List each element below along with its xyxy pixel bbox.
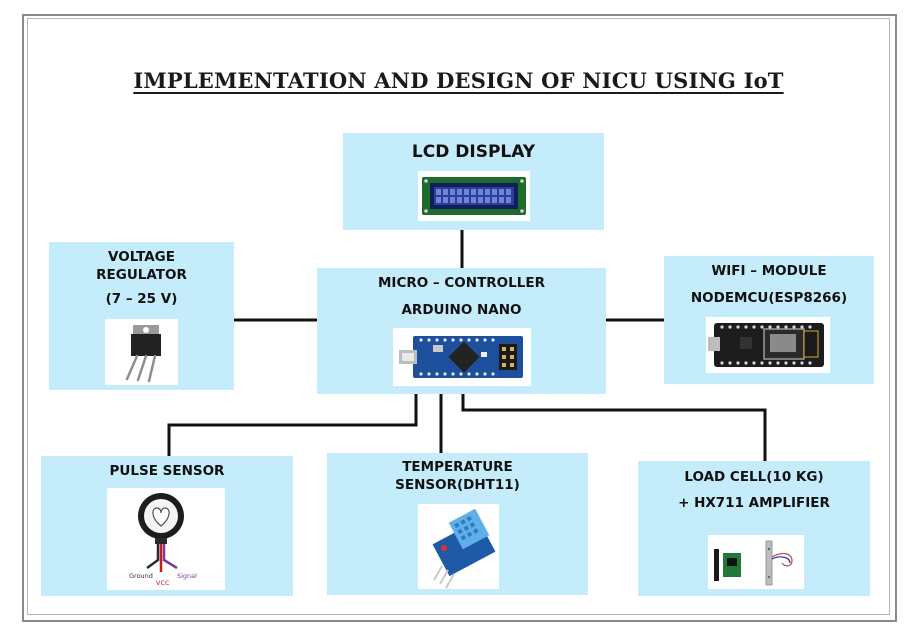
wifi-label-line1: WIFI – MODULE	[711, 263, 827, 279]
nodemcu-board-icon	[706, 317, 830, 373]
load-cell-block: LOAD CELL(10 KG) + HX711 AMPLIFIER	[638, 461, 870, 596]
lcd-display-block: LCD DISPLAY	[343, 133, 604, 230]
pin-label-vcc: VCC	[156, 579, 170, 587]
dht11-sensor-icon	[418, 504, 499, 589]
mcu-label-line2: ARDUINO NANO	[401, 302, 522, 318]
load-label-line2: + HX711 AMPLIFIER	[678, 495, 830, 511]
arduino-nano-icon	[393, 328, 531, 386]
inner-frame	[27, 18, 890, 615]
temp-label-line2: SENSOR(DHT11)	[395, 477, 520, 493]
temp-label-line1: TEMPERATURE	[402, 459, 513, 475]
voltage-regulator-block: VOLTAGE REGULATOR (7 – 25 V)	[49, 242, 234, 390]
load-cell-icon	[708, 535, 804, 589]
pulse-label: PULSE SENSOR	[109, 463, 225, 479]
wifi-module-block: WIFI – MODULE NODEMCU(ESP8266)	[664, 256, 874, 384]
voltage-label-line2: REGULATOR	[96, 267, 187, 283]
microcontroller-block: MICRO – CONTROLLER ARDUINO NANO	[317, 268, 606, 394]
load-label-line1: LOAD CELL(10 KG)	[684, 469, 824, 485]
wifi-label-line2: NODEMCU(ESP8266)	[690, 290, 848, 306]
pulse-sensor-block: PULSE SENSOR Ground VCC Signal	[41, 456, 293, 596]
lcd-display-label: LCD DISPLAY	[411, 142, 536, 162]
diagram-title: IMPLEMENTATION AND DESIGN OF NICU USING …	[133, 68, 784, 93]
voltage-label-line1: VOLTAGE	[108, 249, 175, 265]
pulse-sensor-icon: Ground VCC Signal	[107, 488, 225, 590]
lcd-module-icon	[418, 171, 530, 221]
pin-label-signal: Signal	[177, 572, 197, 580]
mcu-label-line1: MICRO – CONTROLLER	[378, 275, 545, 291]
voltage-label-line3: (7 – 25 V)	[105, 291, 178, 307]
voltage-regulator-icon	[105, 319, 178, 385]
pin-label-ground: Ground	[129, 572, 153, 580]
temperature-sensor-block: TEMPERATURE SENSOR(DHT11)	[327, 453, 588, 595]
